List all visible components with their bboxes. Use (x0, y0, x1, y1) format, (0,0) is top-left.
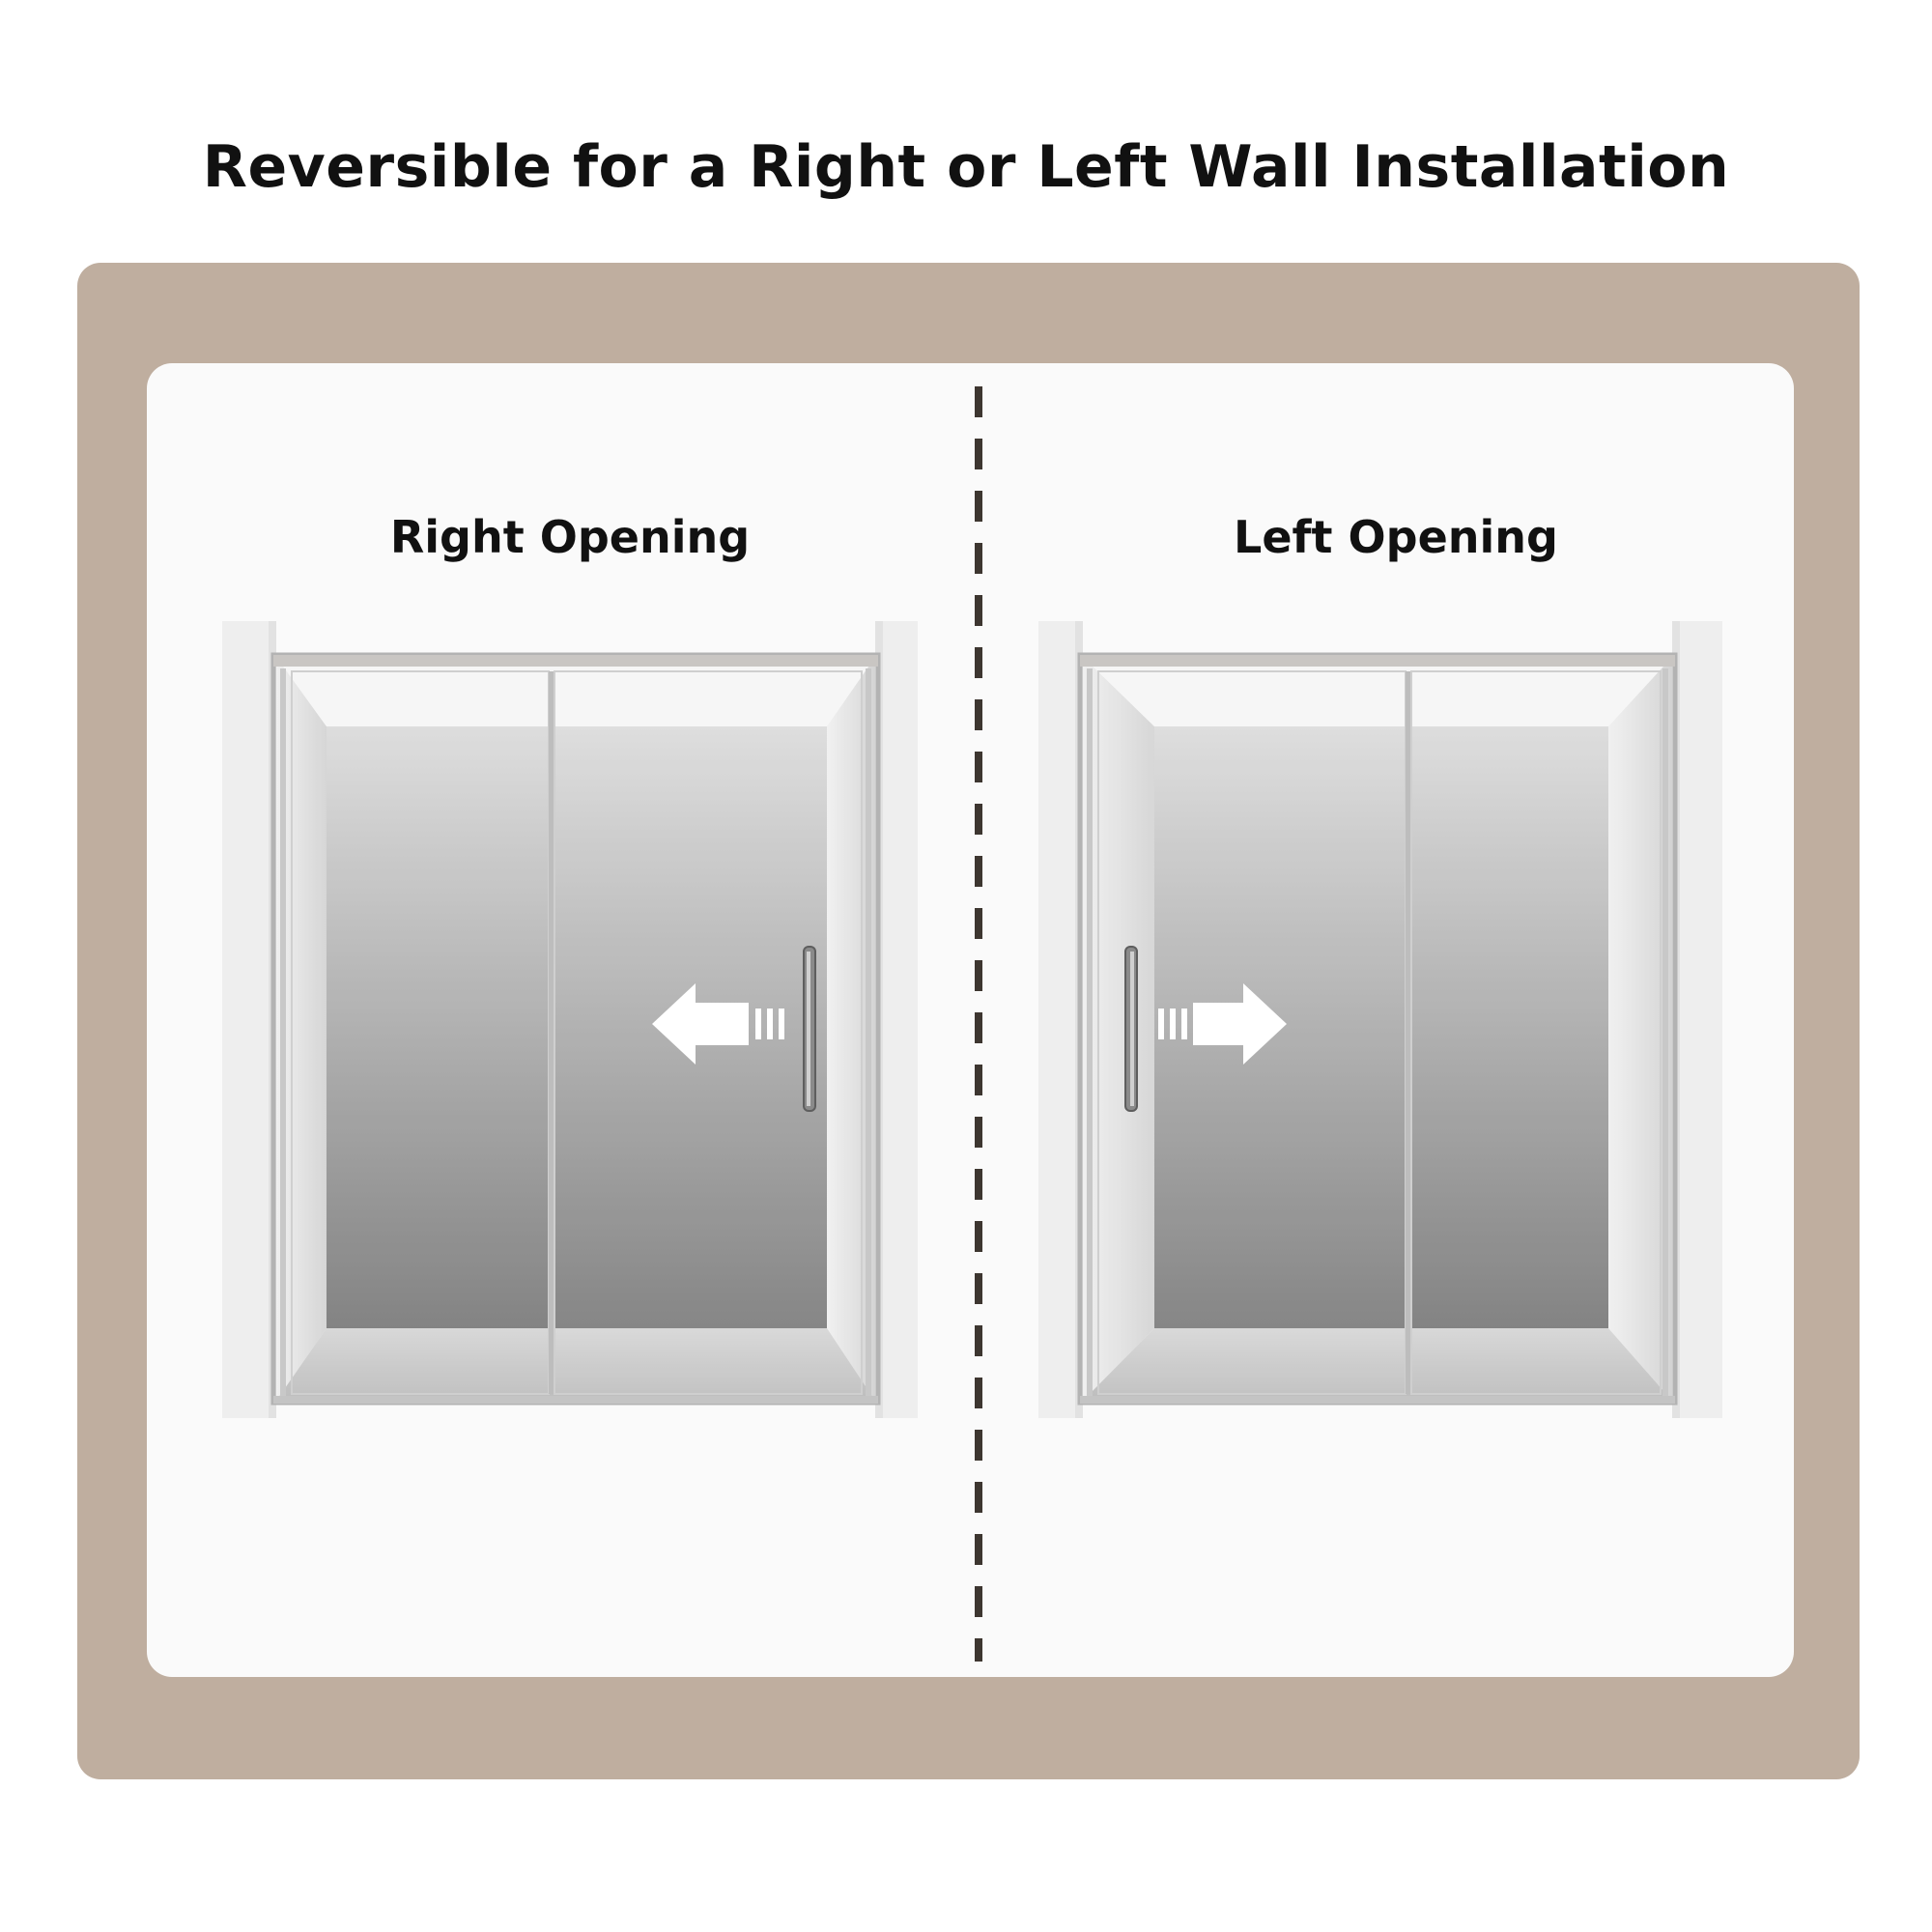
shower-interior (1083, 657, 1672, 1401)
door-handle-icon (803, 946, 816, 1112)
right-opening-label: Right Opening (389, 511, 751, 563)
door-frame (1077, 652, 1678, 1406)
page-title: Reversible for a Right or Left Wall Inst… (202, 133, 1730, 201)
shower-interior (276, 657, 875, 1401)
arrow-left-icon (652, 983, 784, 1065)
glass-panels (291, 670, 863, 1395)
glass-panels (1097, 670, 1662, 1395)
left-opening-shower (1038, 621, 1722, 1418)
door-handle-icon (1124, 946, 1138, 1112)
door-frame (270, 652, 881, 1406)
arrow-right-icon (1158, 983, 1287, 1065)
right-opening-shower (222, 621, 918, 1418)
left-opening-label: Left Opening (1234, 511, 1558, 563)
